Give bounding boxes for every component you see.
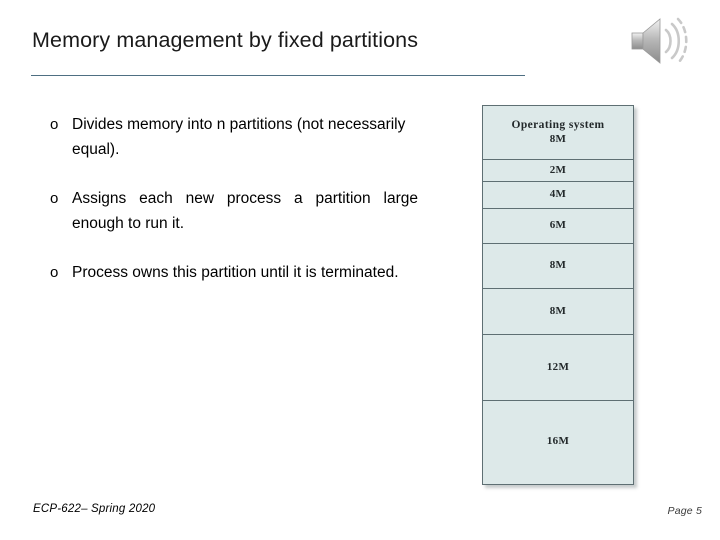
memory-block-size: 8M (549, 304, 567, 317)
sound-wave-arcs (664, 17, 688, 65)
footer-course-label: ECP-622– Spring 2020 (33, 503, 156, 515)
memory-block-size: 8M (549, 132, 567, 145)
title-divider (31, 75, 525, 76)
memory-partition-block: 4M (483, 182, 633, 209)
memory-partition-block: 2M (483, 160, 633, 182)
memory-partition-block: 16M (483, 401, 633, 483)
footer-page-number: Page 5 (667, 505, 702, 517)
speaker-audio-icon[interactable] (628, 13, 690, 69)
bullet-marker-icon: o (50, 190, 59, 207)
memory-block-size: 12M (546, 360, 570, 373)
bullet-text: Divides memory into n partitions (not ne… (72, 116, 406, 158)
page-title: Memory management by fixed partitions (32, 28, 419, 52)
list-item: o Assigns each new process a partition l… (48, 186, 418, 236)
list-item: o Process owns this partition until it i… (48, 260, 418, 285)
memory-partition-block: 6M (483, 209, 633, 244)
memory-partition-block: 12M (483, 335, 633, 401)
memory-block-size: 4M (549, 188, 567, 201)
memory-block-label: Operating system (511, 119, 605, 132)
memory-partition-block: 8M (483, 244, 633, 289)
bullet-marker-icon: o (50, 116, 59, 133)
memory-partition-block: 8M (483, 289, 633, 335)
memory-block-size: 8M (549, 259, 567, 272)
memory-block-size: 16M (546, 435, 570, 448)
bullet-text: Assigns each new process a partition lar… (72, 190, 418, 232)
memory-block-size: 2M (549, 163, 567, 176)
speaker-cone-shape (631, 18, 661, 64)
bullet-list: o Divides memory into n partitions (not … (48, 112, 418, 309)
list-item: o Divides memory into n partitions (not … (48, 112, 418, 162)
bullet-marker-icon: o (50, 264, 59, 281)
memory-block-size: 6M (549, 219, 567, 232)
bullet-text: Process owns this partition until it is … (72, 264, 399, 281)
